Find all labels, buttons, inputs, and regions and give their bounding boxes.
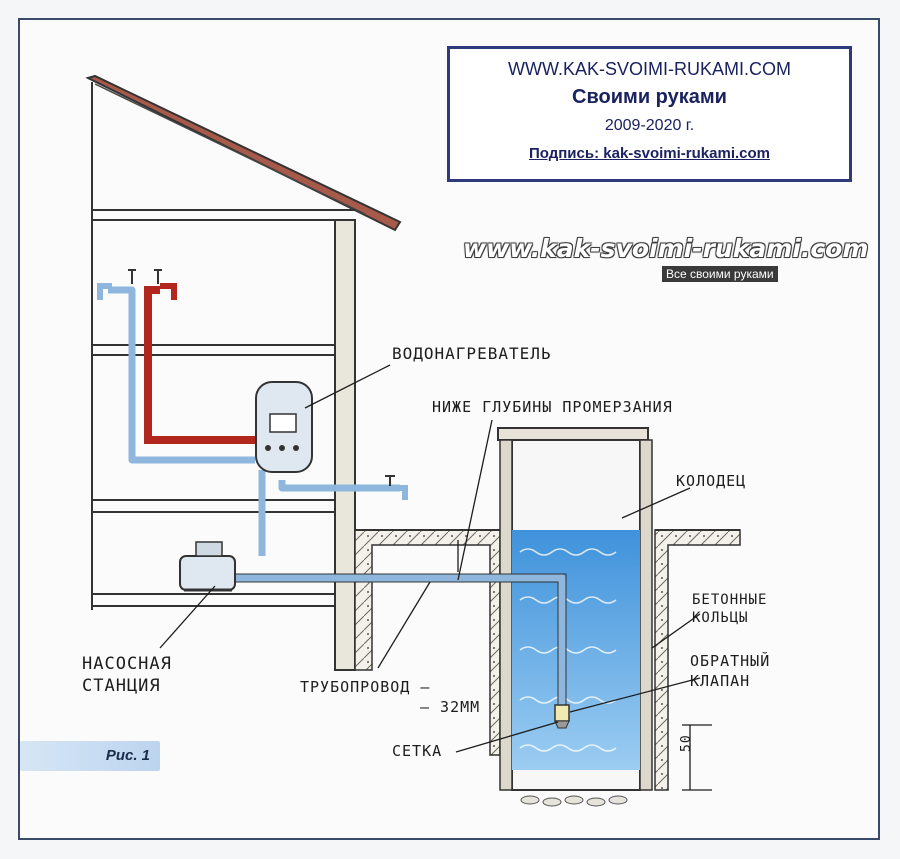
pump-station-icon	[179, 541, 236, 592]
label-dimension-50: 50	[679, 734, 694, 752]
info-box: WWW.KAK-SVOIMI-RUKAMI.COM Своими руками …	[447, 46, 852, 182]
watermark-main: www.kak-svoimi-rukami.com	[463, 234, 869, 263]
label-concrete-rings-line2: КОЛЬЦЫ	[692, 610, 749, 626]
label-pump-station-line1: НАСОСНАЯ	[82, 654, 172, 674]
label-check-valve-line1: ОБРАТНЫЙ	[690, 652, 771, 670]
site-years: 2009-2020 г.	[604, 117, 695, 134]
label-concrete-rings-line1: БЕТОННЫЕ	[692, 592, 768, 608]
watermark-sub: Все своими руками	[662, 266, 778, 282]
figure-tag-label: Рис. 1	[105, 747, 150, 764]
ground-soil	[354, 529, 741, 791]
outdoor-tap-icon	[385, 475, 408, 500]
cold-pipe-outline	[235, 573, 567, 705]
site-url: WWW.KAK-SVOIMI-RUKAMI.COM	[508, 59, 791, 79]
cold-water-pipes	[108, 286, 566, 705]
well-water	[512, 530, 640, 770]
house-outer-wall	[334, 219, 356, 671]
label-pipeline-line1: ТРУБОПРОВОД –	[300, 678, 431, 696]
water-heater-icon	[255, 381, 313, 473]
label-below-freeze: НИЖЕ ГЛУБИНЫ ПРОМЕРЗАНИЯ	[432, 398, 673, 416]
site-brand: Своими руками	[572, 86, 727, 108]
label-pipeline-line2: – 32ММ	[420, 698, 481, 716]
label-mesh: СЕТКА	[392, 742, 443, 760]
site-signature-link[interactable]: Подпись: kak-svoimi-rukami.com	[528, 145, 770, 162]
dimension-50-marker	[682, 724, 712, 791]
figure-tag: Рис. 1	[20, 741, 160, 771]
house-roof	[85, 74, 402, 232]
check-valve-icon	[554, 704, 570, 729]
gravel-bottom	[520, 795, 628, 807]
hot-water-pipe	[144, 286, 255, 444]
label-pump-station-line2: СТАНЦИЯ	[82, 676, 161, 696]
leader-lines	[159, 364, 701, 753]
cold-tap-icon	[97, 269, 136, 300]
label-water-heater: ВОДОНАГРЕВАТЕЛЬ	[392, 344, 552, 363]
label-check-valve-line2: КЛАПАН	[690, 672, 751, 690]
water-waves	[519, 548, 617, 752]
label-well: КОЛОДЕЦ	[676, 472, 747, 490]
hot-tap-icon	[154, 269, 177, 300]
